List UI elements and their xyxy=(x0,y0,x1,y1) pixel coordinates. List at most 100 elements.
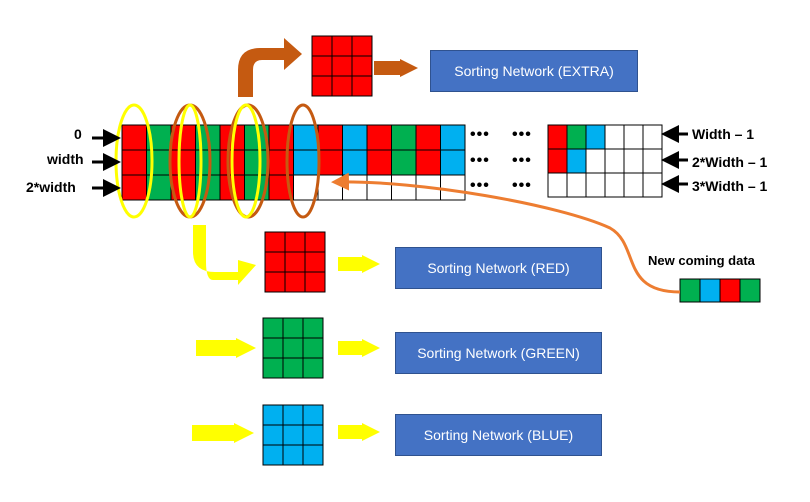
column-window-ellipses xyxy=(114,103,321,219)
buffer-cell xyxy=(293,124,319,151)
green-grid-cell xyxy=(302,357,324,379)
row-label-width: width xyxy=(47,151,84,167)
red-grid-cell xyxy=(284,251,306,273)
buffer-cell xyxy=(121,174,147,201)
new-coming-data-label: New coming data xyxy=(648,253,755,268)
green-grid-cell xyxy=(262,337,284,359)
extra-grid-cell xyxy=(331,55,353,77)
red-grid-cell xyxy=(304,231,326,253)
new-data-curve-arrow xyxy=(331,172,681,294)
buffer-cell xyxy=(440,149,466,176)
sorting-network-red: Sorting Network (RED) xyxy=(395,247,602,289)
right-label-width-1: Width – 1 xyxy=(692,126,755,142)
tail-cell xyxy=(547,124,568,150)
green-grid-cell xyxy=(262,317,284,339)
orange-bent-arrow xyxy=(238,38,302,97)
extra-grid-cell xyxy=(311,75,333,97)
buffer-cell xyxy=(317,124,343,151)
buffer-cell xyxy=(366,174,392,201)
extra-grid-cell xyxy=(331,75,353,97)
row-pointer-arrows xyxy=(92,125,688,197)
new-data-cells xyxy=(679,278,761,303)
tail-cell xyxy=(623,172,644,198)
tail-cell xyxy=(547,148,568,174)
ellipsis-r2b: ••• xyxy=(512,177,532,194)
tail-cell xyxy=(623,148,644,174)
tail-cell xyxy=(642,148,663,174)
extra-grid-cell xyxy=(311,55,333,77)
buffer-cell xyxy=(293,149,319,176)
red-grid-cell xyxy=(284,231,306,253)
buffer-cell xyxy=(268,149,294,176)
buffer-cell xyxy=(195,149,221,176)
buffer-cell xyxy=(342,149,368,176)
row-label-2width: 2*width xyxy=(26,179,76,195)
ellipsis-r0b: ••• xyxy=(512,126,532,143)
green-grid-cell xyxy=(302,337,324,359)
buffer-cell xyxy=(342,174,368,201)
ellipsis-r1b: ••• xyxy=(512,152,532,169)
yellow-block-arrow xyxy=(338,339,380,357)
buffer-cell xyxy=(391,174,417,201)
right-label-3width-1: 3*Width – 1 xyxy=(692,178,768,194)
buffer-cell xyxy=(391,149,417,176)
blue-grid-cell xyxy=(302,444,324,466)
green-grid-cell xyxy=(302,317,324,339)
tail-cell xyxy=(642,172,663,198)
blue-grid-cell xyxy=(302,424,324,446)
buffer-cell xyxy=(293,174,319,201)
tail-cell xyxy=(566,172,587,198)
ellipsis-r2a: ••• xyxy=(470,177,490,194)
buffer-cell xyxy=(170,149,196,176)
blue-grid-cell xyxy=(282,404,304,426)
incoming-cell xyxy=(699,278,721,303)
ellipsis-r0a: ••• xyxy=(470,126,490,143)
extra-grid-cell xyxy=(311,35,333,57)
buffer-cell xyxy=(317,174,343,201)
tail-cell xyxy=(604,148,625,174)
orange-window-ellipse xyxy=(285,103,321,219)
blue-grid-cell xyxy=(262,444,284,466)
red-grid-cell xyxy=(284,271,306,293)
sorting-input-grids xyxy=(262,35,373,466)
blue-grid-cell xyxy=(262,424,284,446)
buffer-cell xyxy=(440,174,466,201)
blue-grid-cell xyxy=(302,404,324,426)
yellow-block-arrow xyxy=(338,423,380,441)
yellow-block-arrow xyxy=(196,338,256,358)
red-grid-cell xyxy=(264,231,286,253)
blue-grid-cell xyxy=(262,404,284,426)
orange-block-arrow xyxy=(374,59,418,77)
extra-grid-cell xyxy=(351,35,373,57)
flow-arrows xyxy=(192,38,418,443)
tail-cell xyxy=(604,124,625,150)
incoming-cell xyxy=(719,278,741,303)
buffer-cell xyxy=(415,149,441,176)
yellow-window-ellipse xyxy=(230,103,262,219)
tail-cell xyxy=(642,124,663,150)
tail-cell xyxy=(585,124,606,150)
red-grid-cell xyxy=(264,271,286,293)
sorting-network-blue: Sorting Network (BLUE) xyxy=(395,414,602,456)
buffer-cell xyxy=(146,149,172,176)
tail-cell xyxy=(585,148,606,174)
buffer-tail-grid xyxy=(547,124,663,198)
sorting-network-green: Sorting Network (GREEN) xyxy=(395,332,602,374)
red-grid-cell xyxy=(304,271,326,293)
buffer-cell xyxy=(440,124,466,151)
buffer-cell xyxy=(121,124,147,151)
buffer-cell xyxy=(342,124,368,151)
row-label-0: 0 xyxy=(74,126,82,142)
tail-cell xyxy=(547,172,568,198)
blue-grid-cell xyxy=(282,424,304,446)
incoming-cell xyxy=(679,278,701,303)
green-grid-cell xyxy=(262,357,284,379)
tail-cell xyxy=(623,124,644,150)
buffer-cell xyxy=(121,149,147,176)
extra-grid-cell xyxy=(351,75,373,97)
incoming-cell xyxy=(739,278,761,303)
yellow-block-arrow xyxy=(338,255,380,273)
buffer-cell xyxy=(244,149,270,176)
green-grid-cell xyxy=(282,357,304,379)
